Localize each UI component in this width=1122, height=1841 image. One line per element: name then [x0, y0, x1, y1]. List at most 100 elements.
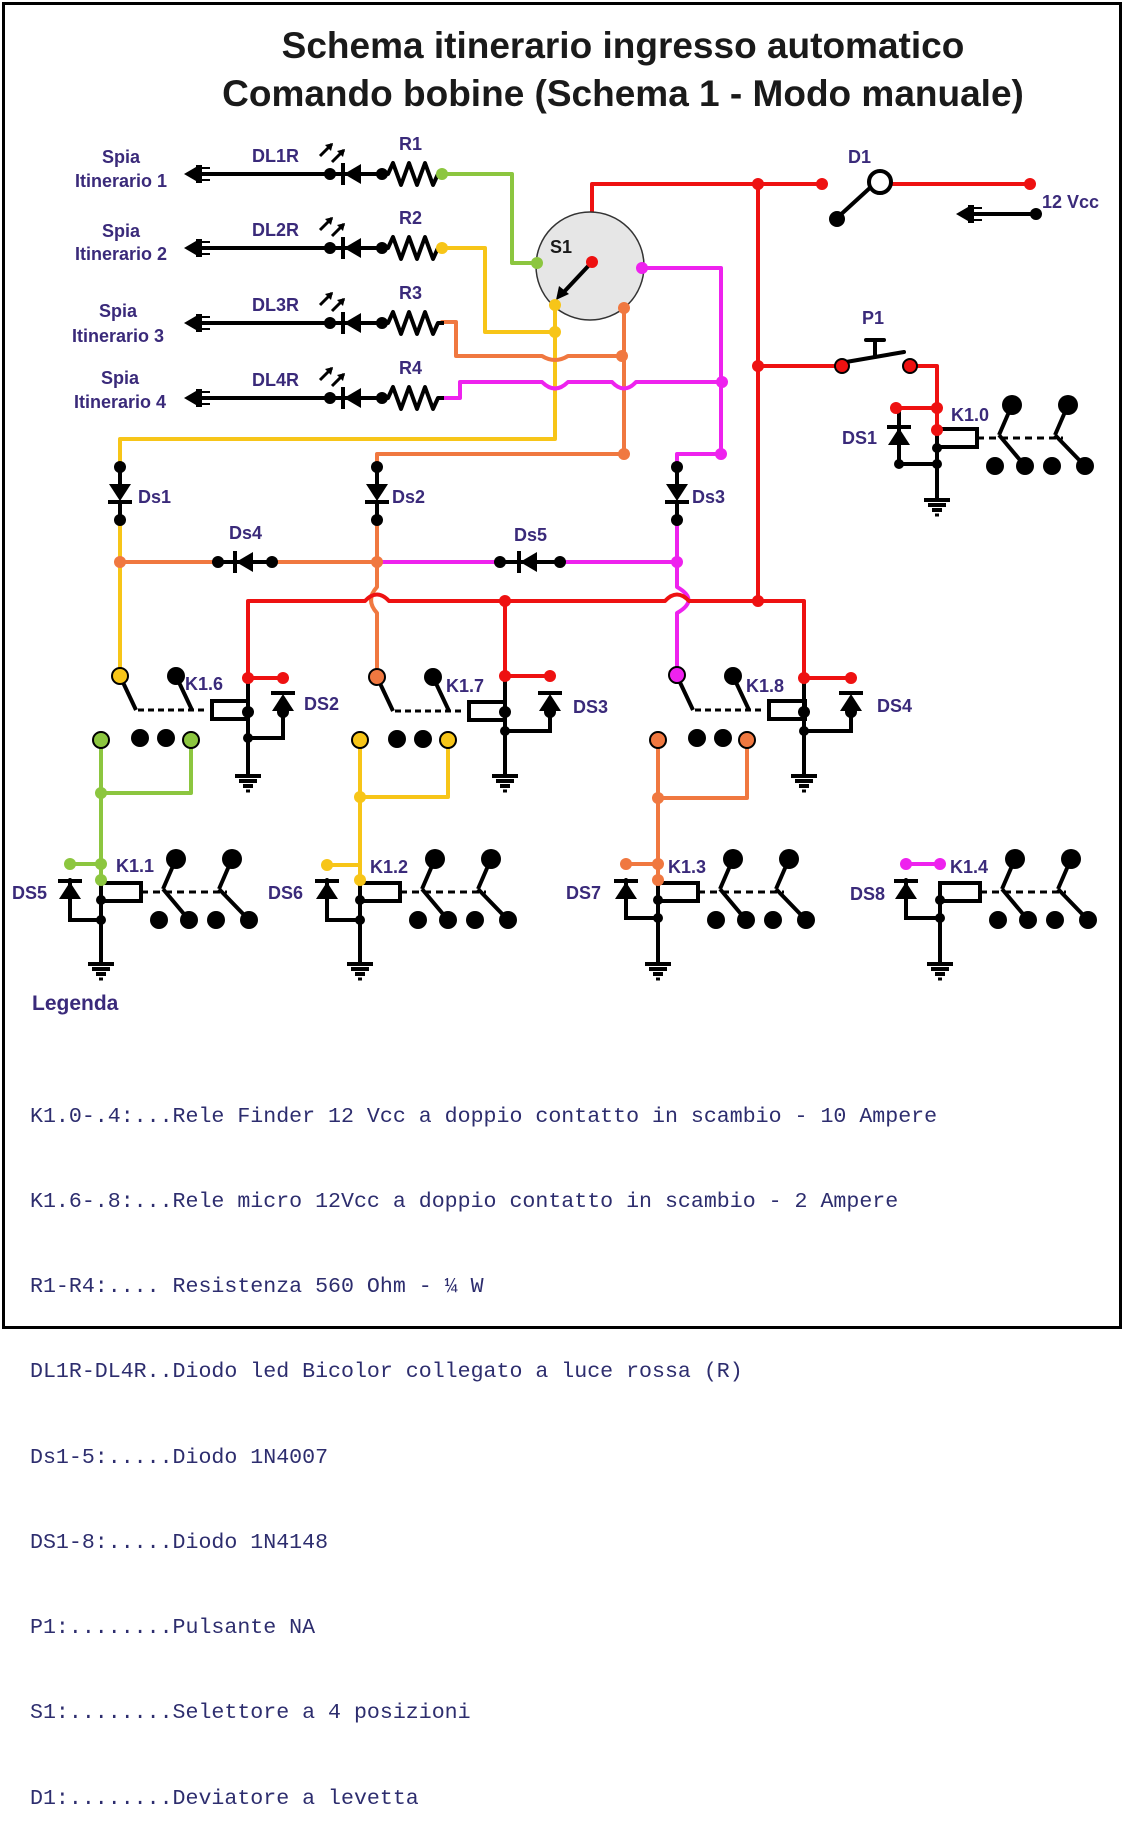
lamp-label: Itinerario 1 [75, 171, 167, 191]
led-label: DL1R [252, 146, 299, 166]
relay-k12: K1.2 DS6 [268, 847, 519, 981]
led-dl1r-icon [341, 161, 363, 187]
light-arrows-icon [318, 141, 347, 164]
resistor-label: R1 [399, 134, 422, 154]
dsb2-label: DS2 [304, 694, 339, 714]
legend-item: R1-R4:.... Resistenza 560 Ohm - ¼ W [30, 1275, 484, 1300]
lamp-row-2: Spia Itinerario 2 DL2R R2 [75, 208, 446, 264]
legend-item: K1.0-.4:...Rele Finder 12 Vcc a doppio c… [30, 1104, 938, 1129]
relay-k16: K1.6 DS2 [110, 665, 339, 793]
relay-k16-icon [110, 665, 250, 749]
wire-red-relay-bus [246, 592, 806, 680]
legend-item: S1:........Selettore a 4 posizioni [30, 1701, 471, 1726]
k18-label: K1.8 [746, 676, 784, 696]
ds4-label: Ds4 [229, 523, 262, 543]
wire-yellow-s1-ds1 [118, 300, 557, 469]
wire-green-r1-s1 [440, 172, 539, 265]
s1-label: S1 [550, 237, 572, 257]
resistor-label: R3 [399, 283, 422, 303]
diode-ds1-icon [106, 482, 134, 504]
ground-icon [490, 764, 520, 793]
resistor-r4-icon [380, 385, 446, 411]
k13-label: K1.3 [668, 857, 706, 877]
lamp-label: Spia [102, 221, 141, 241]
legend-item: Ds1-5:.....Diodo 1N4007 [30, 1445, 329, 1470]
led-label: DL2R [252, 220, 299, 240]
ground-icon [925, 952, 955, 981]
ds1-big-label: DS1 [842, 428, 877, 448]
vcc-plug-icon [955, 204, 983, 224]
diode-ds3-icon [663, 482, 691, 504]
lamp-row-4: Spia Itinerario 4 DL4R R4 [74, 358, 446, 412]
selector-s1-arm [560, 260, 594, 296]
led-dl4r-icon [341, 385, 363, 411]
resistor-r2-icon [380, 235, 446, 261]
d1-pivot [867, 169, 893, 195]
diode-ds5-icon [56, 879, 84, 901]
relay-k11: K1.1 DS5 [12, 847, 260, 981]
light-arrows-icon [318, 365, 347, 388]
dsb7-label: DS7 [566, 883, 601, 903]
lamp-label: Itinerario 3 [72, 326, 164, 346]
relay-k10: K1.0 DS1 [842, 393, 1096, 517]
resistor-label: R2 [399, 208, 422, 228]
relay-k18: K1.8 DS4 [667, 665, 912, 793]
k14-label: K1.4 [950, 857, 988, 877]
led-label: DL4R [252, 370, 299, 390]
resistor-r3-icon [380, 310, 446, 336]
lamp-row-3: Spia Itinerario 3 DL3R R3 [72, 283, 446, 346]
light-arrows-icon [318, 290, 347, 313]
k17-label: K1.7 [446, 676, 484, 696]
diode-ds8-icon [892, 879, 920, 901]
ground-icon [643, 952, 673, 981]
toggle-d1: D1 [829, 147, 893, 227]
wire-yellow-r2-s1 [440, 246, 557, 334]
k11-label: K1.1 [116, 856, 154, 876]
diode-ds1-icon [885, 425, 913, 447]
dsb4-label: DS4 [877, 696, 912, 716]
resistor-r1-icon [380, 161, 446, 187]
diode-ds6-icon [313, 879, 341, 901]
circuit-diagram: Schema itinerario ingresso automatico Co… [12, 25, 1099, 981]
relay-k13: K1.3 DS7 [566, 847, 817, 981]
led-dl2r-icon [341, 235, 363, 261]
ground-icon [345, 952, 375, 981]
ds1-label: Ds1 [138, 487, 171, 507]
relay-k14: K1.4 DS8 [850, 847, 1099, 981]
legend-item: D1:........Deviatore a levetta [30, 1786, 419, 1811]
d1-label: D1 [848, 147, 871, 167]
diode-ds5-icon [517, 549, 539, 575]
ground-icon [86, 952, 116, 981]
light-arrows-icon [318, 215, 347, 238]
wire-orange-ds2-k17 [369, 518, 379, 679]
title-line-2: Comando bobine (Schema 1 - Modo manuale) [222, 73, 1024, 114]
ground-icon [922, 488, 952, 517]
k12-label: K1.2 [370, 857, 408, 877]
p1-label: P1 [862, 308, 884, 328]
dsb6-label: DS6 [268, 883, 303, 903]
plug-icon [183, 238, 211, 258]
ds2-label: Ds2 [392, 487, 425, 507]
diode-ds2-icon [363, 482, 391, 504]
k16-label: K1.6 [185, 674, 223, 694]
dsb8-label: DS8 [850, 884, 885, 904]
ds3-label: Ds3 [692, 487, 725, 507]
wire-magenta-r4 [440, 380, 724, 400]
diode-ds7-icon [612, 879, 640, 901]
k10-label: K1.0 [951, 405, 989, 425]
wire-orange-k18 [656, 738, 749, 800]
lamp-row-1: Spia Itinerario 1 DL1R R1 [75, 134, 446, 191]
led-label: DL3R [252, 295, 299, 315]
plug-icon [183, 164, 211, 184]
diode-ds4-icon [233, 549, 255, 575]
title-line-1: Schema itinerario ingresso automatico [282, 25, 965, 66]
relay-k17-icon [367, 666, 507, 750]
lamp-label: Spia [102, 147, 141, 167]
plug-icon [183, 388, 211, 408]
relay-k17: K1.7 DS3 [367, 666, 608, 793]
wire-green-k16 [99, 738, 193, 795]
dsb5-label: DS5 [12, 883, 47, 903]
plug-icon [183, 313, 211, 333]
wire-orange-r3 [440, 320, 624, 362]
lamp-label: Spia [101, 368, 140, 388]
